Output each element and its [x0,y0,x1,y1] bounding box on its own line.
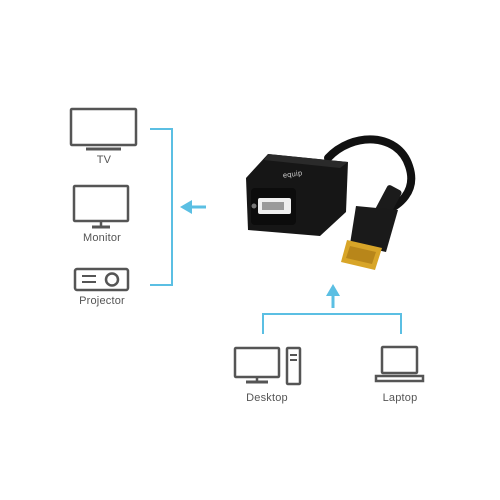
desktop-icon [233,346,302,386]
laptop-icon [374,345,425,383]
adapter-brand-label: equip [282,169,303,180]
input-bracket-connector [262,313,402,334]
up-arrow-icon [326,284,340,308]
projector-icon [73,267,130,292]
output-bracket-connector [150,128,173,286]
left-arrow-icon [180,200,206,214]
displayport-to-dvi-adapter-icon: equip [246,135,416,270]
tv-icon [69,107,138,151]
desktop-label: Desktop [246,392,288,404]
monitor-label: Monitor [82,232,122,244]
projector-label: Projector [79,295,125,307]
laptop-label: Laptop [382,392,418,404]
tv-label: TV [96,154,112,166]
monitor-icon [72,184,130,229]
